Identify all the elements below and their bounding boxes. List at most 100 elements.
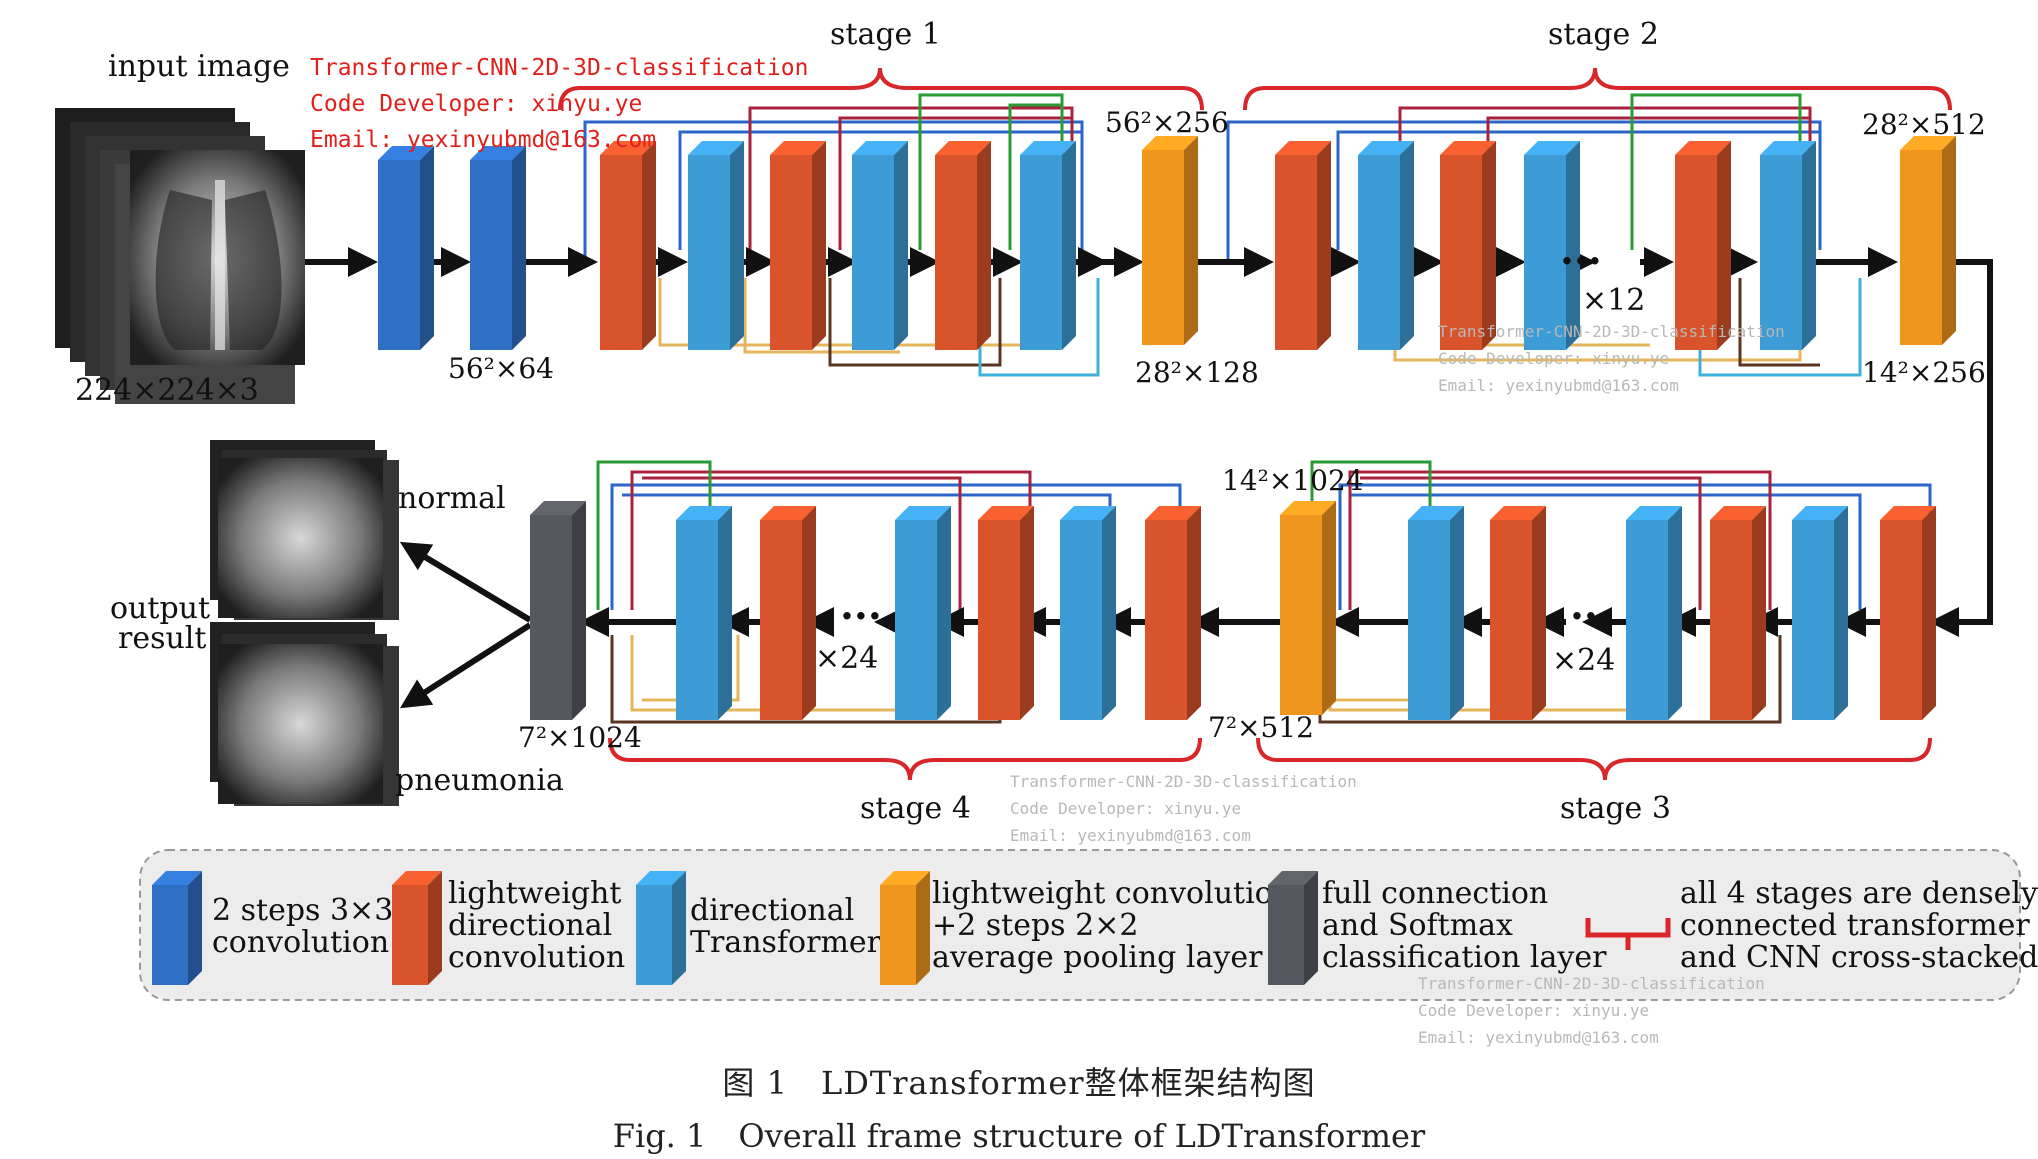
network-blocks <box>378 136 1956 720</box>
watermark-line: Transformer-CNN-2D-3D-classification <box>1010 772 1357 791</box>
dim-7-512: 7²×512 <box>1208 711 1314 744</box>
legend-item: lightweight convolution+2 steps 2×2avera… <box>880 871 1292 985</box>
legend-label: lightweight convolution <box>932 876 1292 911</box>
lightweight-directional-conv-block <box>1675 141 1731 350</box>
legend-label: convolution <box>448 940 625 975</box>
ellipsis-stage4: ··· <box>840 593 882 640</box>
input-dims-label: 224×224×3 <box>75 373 259 408</box>
lightweight-directional-conv-block <box>1880 506 1936 720</box>
watermark-line: Code Developer: xinyu.ye <box>1438 349 1670 368</box>
conv3x3-block-2 <box>470 146 526 350</box>
legend-box <box>139 849 2021 1001</box>
lightweight-directional-conv-block <box>600 141 656 350</box>
lightweight-directional-conv-block <box>760 506 816 720</box>
directional-transformer-block <box>688 141 744 350</box>
lightweight-directional-conv-block <box>978 506 1034 720</box>
legend-swatch <box>152 871 202 985</box>
watermark-line: Transformer-CNN-2D-3D-classification <box>310 55 809 81</box>
stage4-bracket <box>608 737 1202 781</box>
legend-label: classification layer <box>1322 940 1607 975</box>
legend-label: directional <box>448 908 612 943</box>
lightweight-directional-conv-block <box>1145 506 1201 720</box>
conv-pooling-block-stage3 <box>1280 501 1336 715</box>
legend-swatch <box>1268 871 1318 985</box>
dim-14-256: 14²×256 <box>1862 356 1986 389</box>
watermark-line: Email: yexinyubmd@163.com <box>1418 1028 1659 1047</box>
pneumonia-label: pneumonia <box>395 763 564 798</box>
lightweight-directional-conv-block <box>935 141 991 350</box>
watermark-line: Email: yexinyubmd@163.com <box>310 127 657 153</box>
output-label-line2: result <box>118 621 206 656</box>
input-image-stack <box>55 108 305 404</box>
legend-swatch <box>880 871 930 985</box>
watermark-line: Code Developer: xinyu.ye <box>1418 1001 1650 1020</box>
legend-label: full connection <box>1322 876 1548 911</box>
stage2-bracket <box>1243 67 1952 111</box>
lightweight-directional-conv-block <box>770 141 826 350</box>
repeat-x24-stage4: ×24 <box>815 641 878 676</box>
directional-transformer-block <box>1792 506 1848 720</box>
dim-56-256: 56²×256 <box>1105 106 1229 139</box>
conv-pooling-block-stage2 <box>1900 136 1956 345</box>
watermark-line: Transformer-CNN-2D-3D-classification <box>1438 322 1785 341</box>
repeat-x12: ×12 <box>1582 283 1645 318</box>
repeat-x24-stage3: ×24 <box>1552 643 1615 678</box>
directional-transformer-block <box>1358 141 1414 350</box>
legend-label: 2 steps 3×3 <box>212 893 393 928</box>
legend-swatch <box>392 871 442 985</box>
legend-label: lightweight <box>448 876 621 911</box>
stage3-label: stage 3 <box>1560 791 1671 826</box>
legend-label: convolution <box>212 925 389 960</box>
legend-label: +2 steps 2×2 <box>932 908 1138 943</box>
dim-56-64: 56²×64 <box>448 352 554 385</box>
directional-transformer-block <box>852 141 908 350</box>
ellipsis-stage3: ··· <box>1570 593 1612 640</box>
stage-brackets <box>558 67 1952 781</box>
directional-transformer-block <box>1626 506 1682 720</box>
ellipsis-stage2: ··· <box>1560 238 1602 285</box>
lightweight-directional-conv-block <box>1275 141 1331 350</box>
directional-transformer-block <box>1060 506 1116 720</box>
dim-7-1024: 7²×1024 <box>518 721 642 754</box>
lightweight-directional-conv-block <box>1710 506 1766 720</box>
watermark-line: Email: yexinyubmd@163.com <box>1438 376 1679 395</box>
output-label-line1: output <box>110 591 210 626</box>
dim-14-1024: 14²×1024 <box>1222 464 1364 497</box>
watermark-line: Code Developer: xinyu.ye <box>310 91 643 117</box>
stage4-label: stage 4 <box>860 791 971 826</box>
directional-transformer-block <box>895 506 951 720</box>
lightweight-directional-conv-block <box>1490 506 1546 720</box>
legend-label: Transformer <box>690 925 882 960</box>
legend-label: and Softmax <box>1322 908 1513 943</box>
watermark-line: Code Developer: xinyu.ye <box>1010 799 1242 818</box>
figure-caption-chinese: 图 1 LDTransformer整体框架结构图 <box>722 1064 1316 1102</box>
dim-28-128: 28²×128 <box>1135 356 1259 389</box>
normal-label: normal <box>398 481 506 516</box>
legend-swatch <box>636 871 686 985</box>
stage1-bracket <box>558 67 1204 111</box>
stage1-label: stage 1 <box>830 17 941 52</box>
watermark-line: Email: yexinyubmd@163.com <box>1010 826 1251 845</box>
directional-transformer-block <box>1524 141 1580 350</box>
dim-28-512: 28²×512 <box>1862 108 1986 141</box>
legend-label: connected transformer <box>1680 908 2030 943</box>
legend-label: all 4 stages are densely <box>1680 876 2038 911</box>
conv-pooling-block-stage1 <box>1142 136 1198 345</box>
directional-transformer-block <box>676 506 732 720</box>
input-image-label: input image <box>108 49 290 84</box>
figure-caption-english: Fig. 1 Overall frame structure of LDTran… <box>612 1117 1426 1155</box>
output-pneumonia-image-stack <box>210 622 399 806</box>
output-normal-image-stack <box>210 440 399 620</box>
legend-label: and CNN cross-stacked <box>1680 940 2038 975</box>
stage2-label: stage 2 <box>1548 17 1659 52</box>
conv3x3-block-1 <box>378 146 434 350</box>
directional-transformer-block <box>1760 141 1816 350</box>
